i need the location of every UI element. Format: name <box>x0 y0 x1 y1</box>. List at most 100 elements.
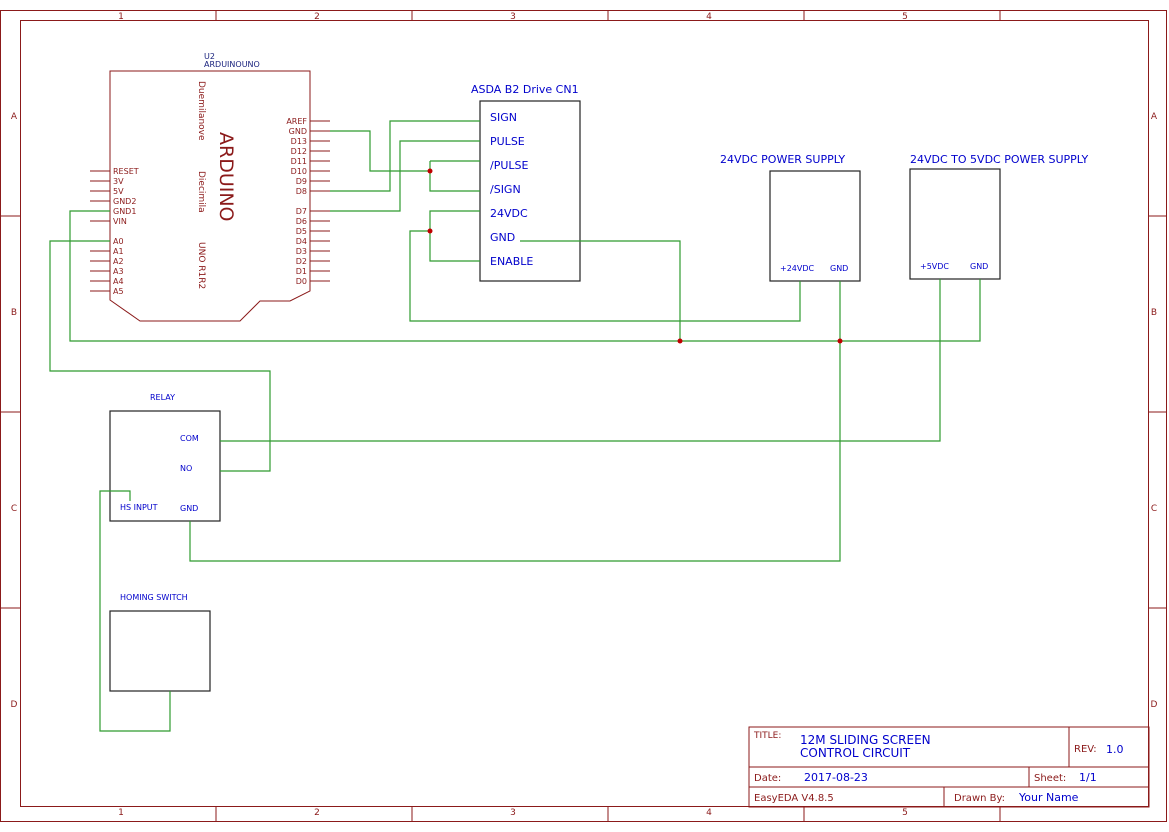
tool-version: EasyEDA V4.8.5 <box>754 793 834 804</box>
psu-5vdc-symbol[interactable]: 24VDC TO 5VDC POWER SUPPLY +5VDC GND <box>909 153 1088 280</box>
drawn-by-label: Drawn By: <box>954 793 1005 804</box>
wires <box>49 120 981 732</box>
psu-5vdc-pin-pos: +5VDC <box>920 262 949 271</box>
relay-pin-gnd: GND <box>180 504 198 513</box>
wire-drive-gnd[interactable] <box>520 240 681 341</box>
arduino-diecimila-text: Diecimila <box>196 171 206 213</box>
pin-label-gnd: GND <box>289 127 307 136</box>
wire-24v-supply[interactable] <box>409 230 801 322</box>
psu-24vdc-pin-gnd: GND <box>830 264 848 273</box>
relay-pin-hs-input: HS INPUT <box>120 503 158 512</box>
frame-col-label: 4 <box>706 808 712 818</box>
frame-row-label: A <box>11 112 18 122</box>
pin-label-d0: D0 <box>296 277 307 286</box>
pin-label-aref: AREF <box>286 117 307 126</box>
frame-row-dividers <box>0 215 1167 609</box>
arduino-uno-text: UNO R1R2 <box>196 242 206 289</box>
relay-box <box>109 410 221 522</box>
wire-nsign[interactable] <box>429 161 480 192</box>
relay-pin-com: COM <box>180 434 199 443</box>
frame-col-label: 2 <box>314 12 320 22</box>
title-line-2: CONTROL CIRCUIT <box>800 746 911 760</box>
wire-a0-relay-no[interactable] <box>49 240 271 472</box>
asda-pin-24vdc: 24VDC <box>490 207 528 220</box>
wire-d7-pulse[interactable] <box>330 140 480 212</box>
asda-pin-nsign: /SIGN <box>490 183 521 196</box>
psu-24vdc-symbol[interactable]: 24VDC POWER SUPPLY +24VDC GND <box>720 153 861 282</box>
psu-24vdc-pin-pos: +24VDC <box>780 264 815 273</box>
pin-label-d12: D12 <box>291 147 307 156</box>
homing-switch-box <box>109 610 211 692</box>
arduino-right-pins <box>310 120 330 282</box>
arduino-right-pin-labels: AREF GND D13 D12 D11 D10 D9 D8 D7 D6 D5 … <box>286 117 307 286</box>
drawing-frame: 1 2 3 4 5 1 2 3 4 5 A B C D A B C D <box>0 10 1167 822</box>
junction-dot <box>427 228 433 234</box>
junctions <box>427 168 843 344</box>
arduino-part-name: ARDUINOUNO <box>204 60 260 69</box>
frame-row-label: B <box>1151 308 1157 318</box>
pin-label-a1: A1 <box>113 247 124 256</box>
pin-label-d2: D2 <box>296 257 307 266</box>
asda-drive-symbol[interactable]: ASDA B2 Drive CN1 SIGN PULSE /PULSE /SIG… <box>471 83 581 282</box>
wire-gnd-drive-common[interactable] <box>330 130 430 172</box>
asda-pin-sign: SIGN <box>490 111 517 124</box>
junction-dot <box>677 338 683 344</box>
pin-label-d7: D7 <box>296 207 307 216</box>
homing-switch-symbol[interactable]: HOMING SWITCH <box>109 593 211 692</box>
wire-psu-gnd-relay-gnd[interactable] <box>189 281 841 562</box>
frame-col-label: 1 <box>118 12 124 22</box>
frame-col-label: 5 <box>902 808 908 818</box>
frame-row-label: B <box>11 308 17 318</box>
wire-d8-sign[interactable] <box>330 120 480 192</box>
drawn-by-value: Your Name <box>1018 791 1079 804</box>
sheet-value: 1/1 <box>1079 771 1097 784</box>
arduino-uno-symbol[interactable]: U2 ARDUINOUNO ARDUINO Duemilanove Diecim… <box>90 52 330 322</box>
psu-24vdc-title: 24VDC POWER SUPPLY <box>720 153 845 166</box>
pin-label-d9: D9 <box>296 177 307 186</box>
asda-pin-pulse: PULSE <box>490 135 525 148</box>
pin-label-a0: A0 <box>113 237 124 246</box>
rev-label: REV: <box>1074 744 1097 755</box>
pin-label-d11: D11 <box>291 157 307 166</box>
frame-row-label: D <box>1151 700 1158 710</box>
title-line-1: 12M SLIDING SCREEN <box>800 733 931 747</box>
homing-switch-title: HOMING SWITCH <box>120 593 188 602</box>
asda-pin-gnd: GND <box>490 231 515 244</box>
wire-24vdc-enable[interactable] <box>429 210 480 262</box>
junction-dot <box>837 338 843 344</box>
pin-label-a2: A2 <box>113 257 124 266</box>
pin-label-reset: RESET <box>113 167 139 176</box>
pin-label-gnd1: GND1 <box>113 207 136 216</box>
date-value: 2017-08-23 <box>804 771 868 784</box>
frame-row-label: C <box>1151 504 1157 514</box>
pin-label-3v: 3V <box>113 177 124 186</box>
title-block: TITLE: 12M SLIDING SCREEN CONTROL CIRCUI… <box>748 726 1150 808</box>
pin-label-d8: D8 <box>296 187 307 196</box>
arduino-designator: U2 <box>204 52 215 61</box>
asda-pin-npulse: /PULSE <box>490 159 529 172</box>
wire-gnd-bus[interactable] <box>69 210 981 342</box>
wire-hs-input-homing[interactable] <box>99 490 171 732</box>
asda-drive-title: ASDA B2 Drive CN1 <box>471 83 579 96</box>
sheet-label: Sheet: <box>1034 773 1066 784</box>
relay-pin-no: NO <box>180 464 192 473</box>
asda-pin-enable: ENABLE <box>490 255 533 268</box>
pin-label-a5: A5 <box>113 287 124 296</box>
frame-column-labels: 1 2 3 4 5 1 2 3 4 5 <box>118 12 908 818</box>
relay-title: RELAY <box>150 393 175 402</box>
arduino-left-pin-labels: RESET 3V 5V GND2 GND1 VIN A0 A1 A2 A3 A4… <box>113 167 139 296</box>
pin-label-a3: A3 <box>113 267 124 276</box>
pin-label-d1: D1 <box>296 267 307 276</box>
frame-row-label: C <box>11 504 17 514</box>
frame-col-label: 3 <box>510 808 516 818</box>
wire-relay-com-5v[interactable] <box>220 279 941 442</box>
arduino-brand-text: ARDUINO <box>215 132 237 222</box>
psu-5vdc-box <box>909 168 1001 280</box>
psu-5vdc-pin-gnd: GND <box>970 262 988 271</box>
junction-dot <box>427 168 433 174</box>
relay-symbol[interactable]: RELAY COM NO HS INPUT GND <box>109 393 221 522</box>
pin-label-d13: D13 <box>291 137 307 146</box>
pin-label-d10: D10 <box>291 167 307 176</box>
